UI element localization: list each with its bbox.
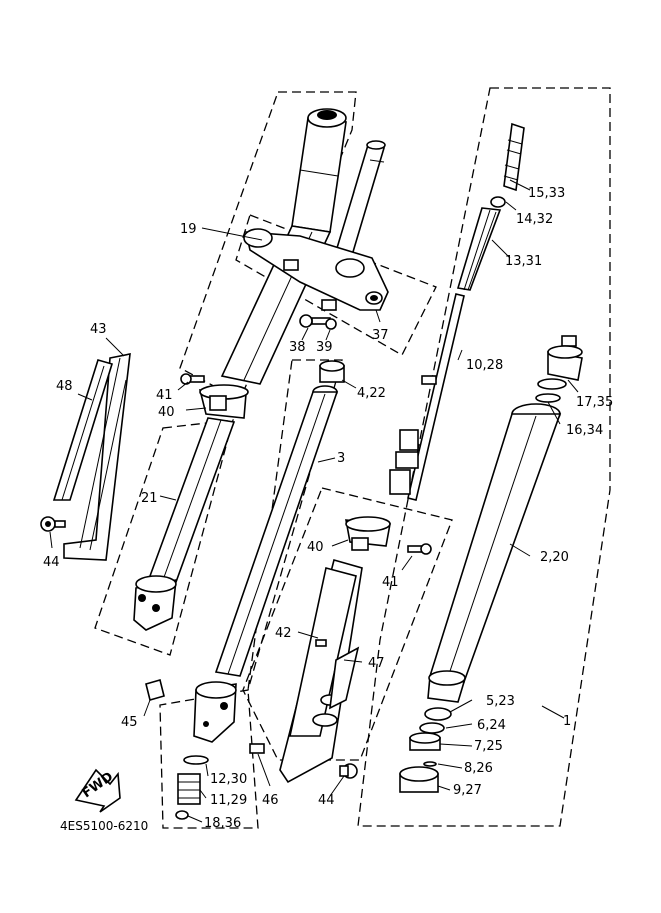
leader-lines (49, 179, 579, 823)
callout-13-31: 13,31 (505, 254, 542, 269)
bolt-44-right (339, 763, 358, 779)
outline-center-assembly (159, 359, 343, 829)
callout-41-lower: 41 (382, 575, 399, 590)
callout-40-lower: 40 (307, 540, 324, 555)
callout-12-30: 12,30 (210, 772, 247, 787)
bolt-41-upper (180, 373, 205, 385)
callout-2-20: 2,20 (540, 550, 569, 565)
fork-guard-left (63, 352, 131, 561)
callout-16-34: 16,34 (566, 423, 603, 438)
dust-boot-11 (177, 773, 201, 805)
outline-right-fork (357, 87, 611, 827)
spring-15 (503, 122, 525, 192)
bolt-46 (249, 743, 265, 754)
callout-8-26: 8,26 (464, 761, 493, 776)
damper-rod-10 (389, 293, 465, 501)
fork-guard-right (279, 559, 363, 784)
callout-17-35: 17,35 (576, 395, 613, 410)
callout-42: 42 (275, 626, 292, 641)
washer-18 (175, 810, 189, 820)
dust-seal-5 (424, 707, 452, 721)
callout-48: 48 (56, 379, 73, 394)
clip-6 (419, 722, 445, 734)
cap-bolt-17 (547, 335, 583, 381)
callout-43: 43 (90, 322, 107, 337)
callout-41-upper: 41 (156, 388, 173, 403)
callout-38: 38 (289, 340, 306, 355)
fork-clamp-40-lower (345, 516, 391, 551)
center-axle-bracket (193, 681, 237, 743)
fwd-arrow-icon: FWD (74, 768, 121, 813)
callout-40-upper: 40 (158, 405, 175, 420)
callout-5-23: 5,23 (486, 694, 515, 709)
callout-7-25: 7,25 (474, 739, 503, 754)
callout-44-left: 44 (43, 555, 60, 570)
callout-19: 19 (180, 222, 197, 237)
washer-8 (423, 761, 437, 767)
center-inner-tube (214, 360, 345, 677)
callout-11-29: 11,29 (210, 793, 247, 808)
callout-45: 45 (121, 715, 138, 730)
callout-18-36: 18,36 (204, 816, 241, 831)
outline-inner-tube-left (179, 91, 357, 401)
callout-21: 21 (141, 491, 158, 506)
callout-labels: 19 15,33 14,32 13,31 10,28 37 38 39 4,22… (43, 186, 613, 831)
bolt-45 (145, 679, 165, 701)
seal-12 (183, 755, 209, 765)
nut-14 (490, 196, 506, 208)
outer-tube-left (133, 417, 236, 631)
seal-stack-right (399, 707, 452, 793)
lower-bracket (243, 228, 389, 311)
fork-clamp-40-upper (198, 384, 249, 419)
callout-10-28: 10,28 (466, 358, 503, 373)
washer-39 (321, 299, 337, 330)
callout-15-33: 15,33 (528, 186, 565, 201)
steering-stem (332, 140, 386, 263)
callout-14-32: 14,32 (516, 212, 553, 227)
callout-39: 39 (316, 340, 333, 355)
callout-9-27: 9,27 (453, 783, 482, 798)
callout-37: 37 (372, 328, 389, 343)
callout-4-22: 4,22 (357, 386, 386, 401)
bolt-44-left (40, 516, 66, 532)
bolt-41-lower (407, 543, 432, 555)
guard-cover-48 (52, 359, 114, 501)
outer-tube-right (427, 403, 562, 703)
callout-47: 47 (368, 656, 385, 671)
callout-6-24: 6,24 (477, 718, 506, 733)
document-code: 4ES5100-6210 (60, 819, 148, 833)
callout-3: 3 (337, 451, 345, 466)
callout-44-right: 44 (318, 793, 335, 808)
callout-46: 46 (262, 793, 279, 808)
callout-1: 1 (563, 714, 571, 729)
rod-13 (456, 207, 502, 291)
o-ring-16 (535, 378, 567, 403)
